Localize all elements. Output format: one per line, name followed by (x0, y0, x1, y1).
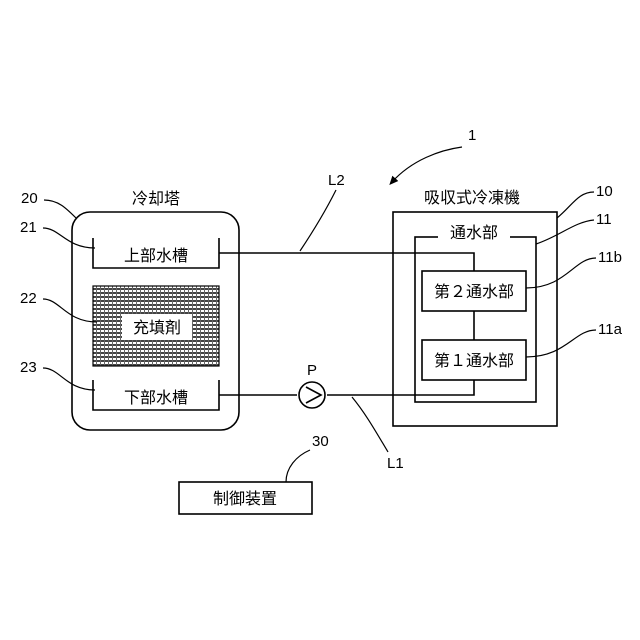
first-section-label: 第１通水部 (434, 351, 514, 370)
leader-l2 (300, 190, 336, 251)
pipe-l2 (219, 253, 474, 271)
cooling-tower-title: 冷却塔 (132, 189, 180, 208)
controller-label: 制御装置 (213, 489, 277, 508)
leader-23 (43, 368, 95, 390)
pipe-l1-right (327, 380, 474, 395)
pump-label: P (307, 362, 317, 379)
system-ref-arrow (392, 147, 462, 182)
pipe-l1-label: L1 (387, 455, 404, 472)
water-section-box (415, 237, 536, 402)
ref-10: 10 (596, 183, 613, 200)
pipe-l2-label: L2 (328, 172, 345, 189)
ref-20: 20 (21, 190, 38, 207)
leader-20 (44, 200, 76, 218)
water-section-label: 通水部 (450, 223, 498, 242)
filler-label: 充填剤 (133, 318, 181, 337)
ref-23: 23 (20, 359, 37, 376)
ref-11: 11 (596, 211, 612, 228)
leader-11 (536, 220, 594, 244)
leader-l1 (352, 397, 388, 452)
ref-11a: 11a (598, 321, 623, 338)
ref-30: 30 (312, 433, 329, 450)
lower-tank-label: 下部水槽 (124, 388, 188, 407)
leader-30 (286, 450, 310, 482)
system-ref: 1 (468, 127, 476, 144)
ref-11b: 11b (598, 249, 622, 266)
leader-22 (43, 299, 97, 322)
second-section-label: 第２通水部 (434, 282, 514, 301)
ref-22: 22 (20, 290, 37, 307)
leader-10 (557, 192, 594, 218)
leader-21 (43, 228, 95, 248)
upper-tank-label: 上部水槽 (124, 246, 188, 265)
chiller-title: 吸収式冷凍機 (424, 188, 520, 207)
ref-21: 21 (20, 219, 37, 236)
